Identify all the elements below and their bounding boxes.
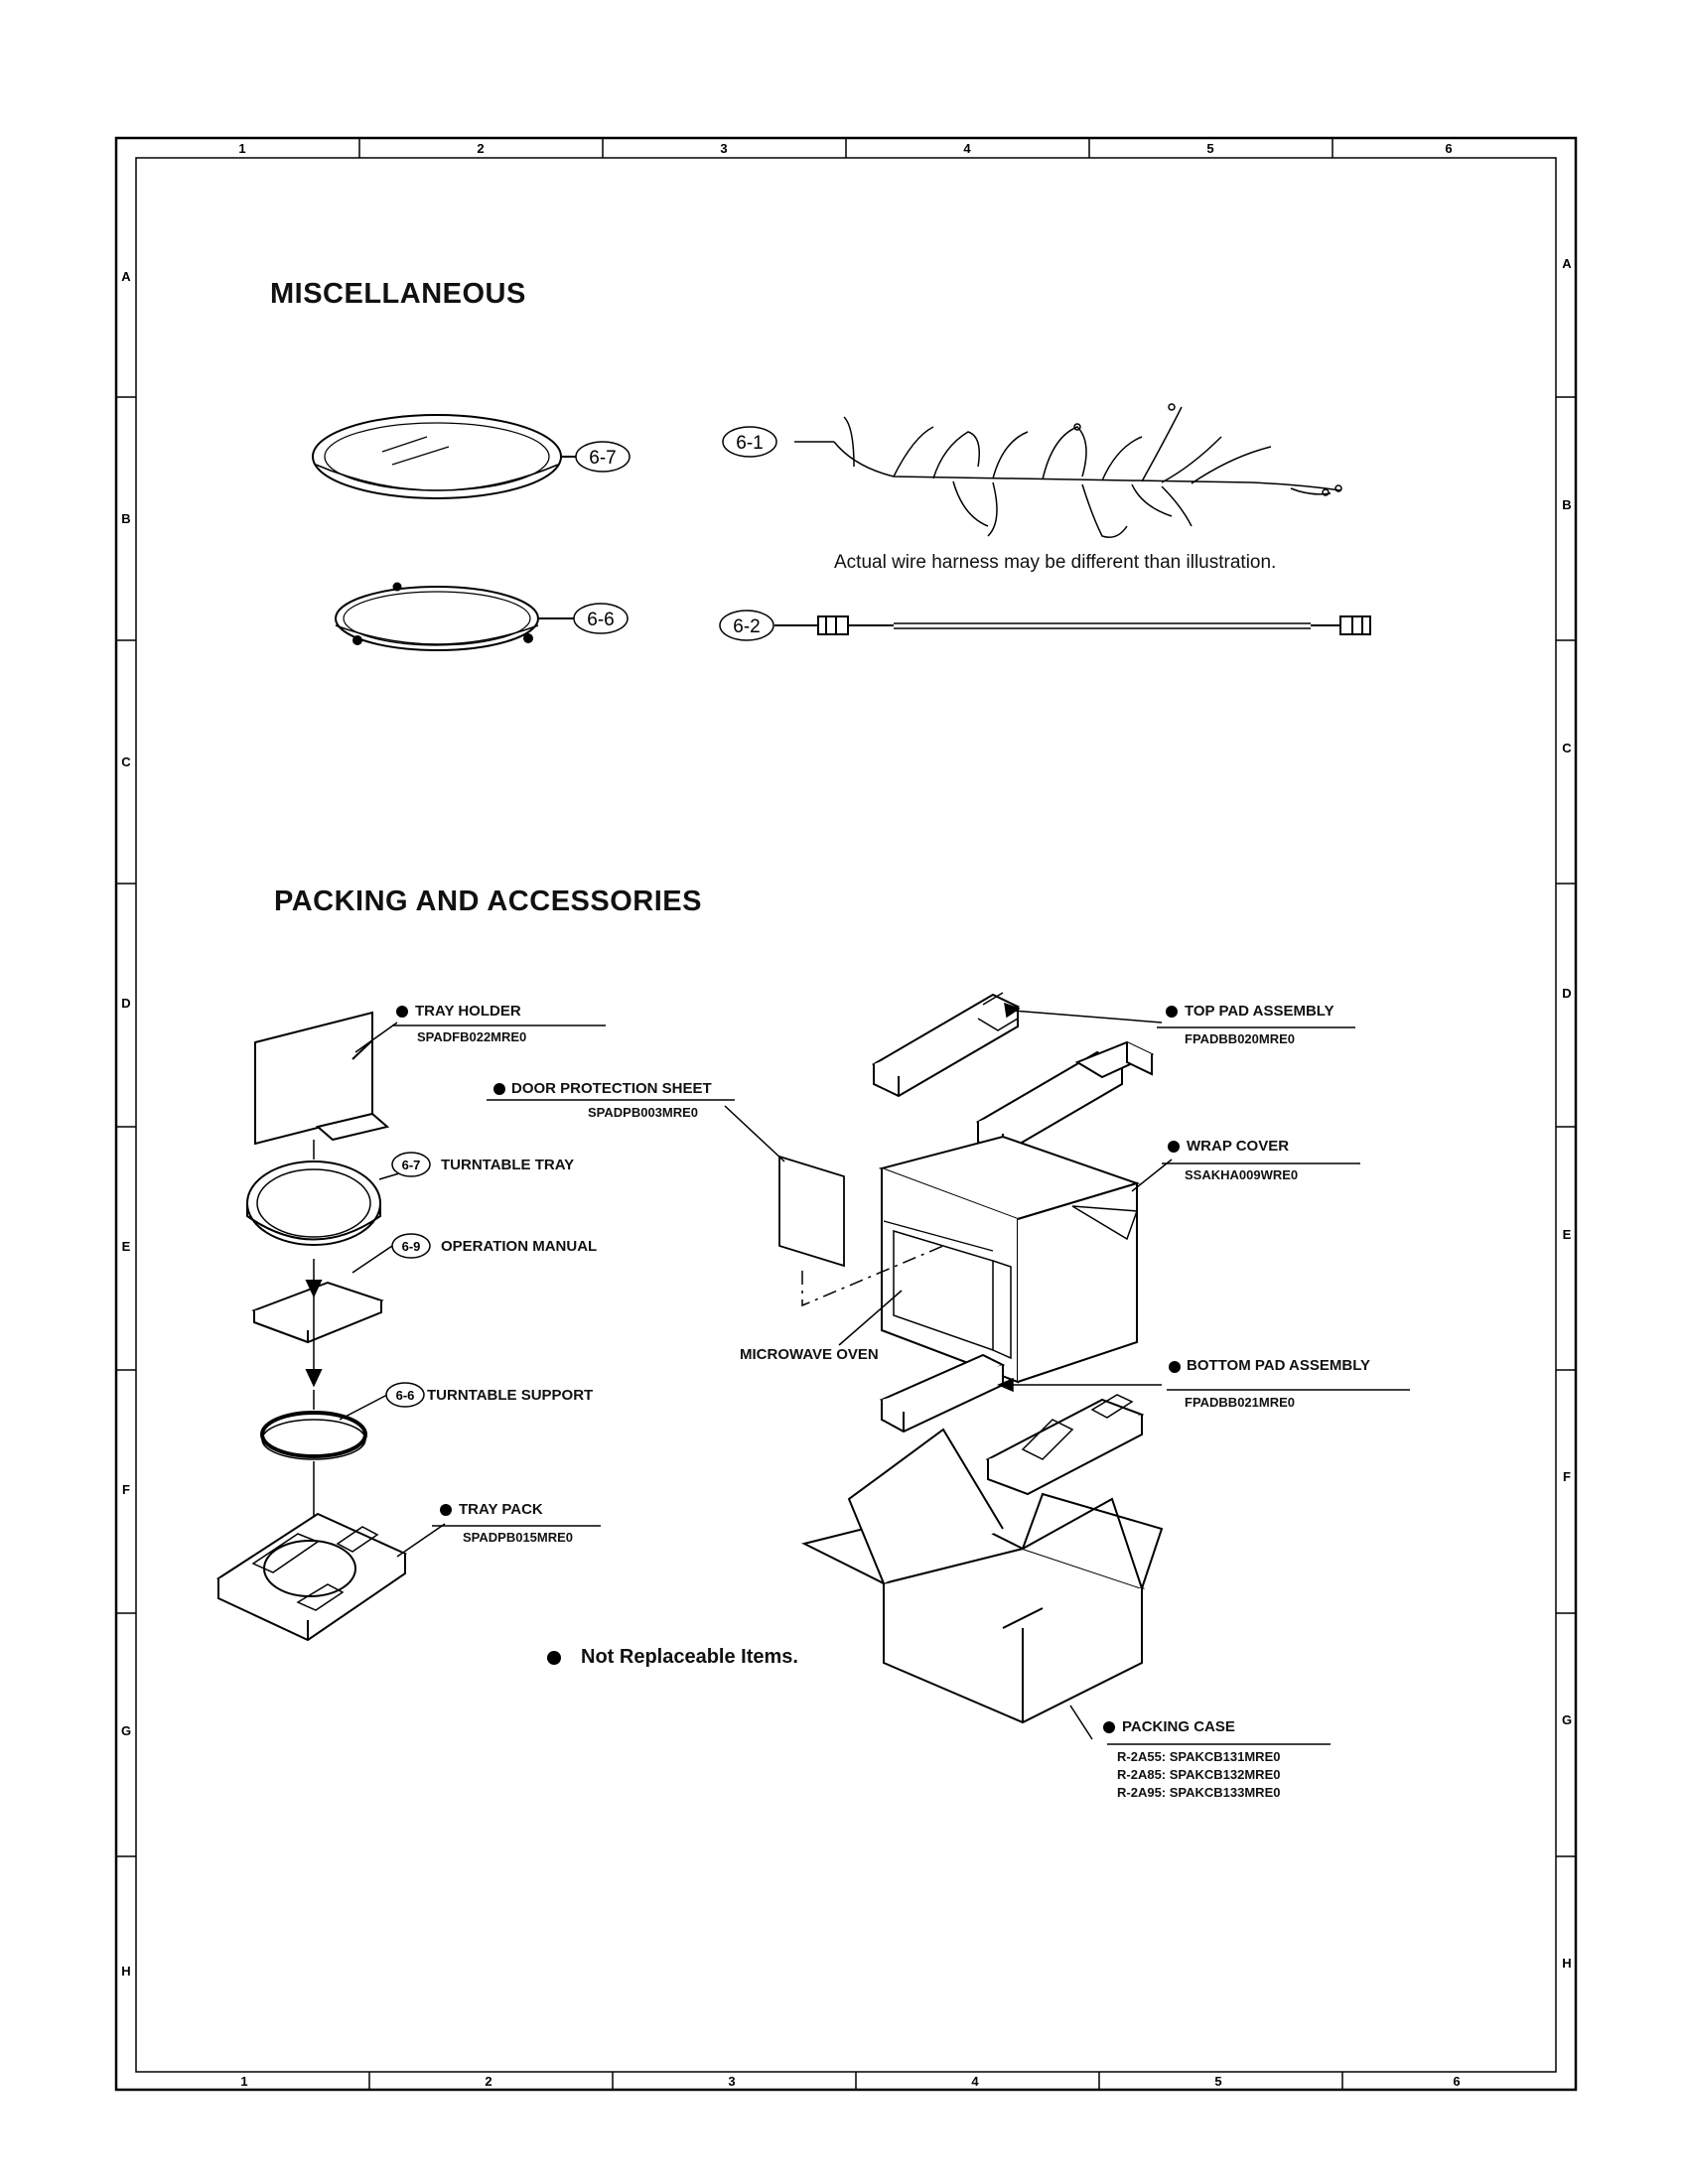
microwave-oven-drawing	[878, 1135, 1141, 1384]
tray-pack-drawing	[215, 1512, 408, 1642]
turntable-support-drawing	[260, 1280, 367, 1559]
row-label-left-g: G	[121, 1723, 131, 1738]
part-tray-pack: SPADPB015MRE0	[463, 1530, 574, 1545]
callout-operation-manual-num: 6-9	[402, 1239, 421, 1254]
part-wrap-cover: SSAKHA009WRE0	[1185, 1167, 1299, 1182]
col-label-bottom-2: 2	[485, 2074, 491, 2089]
row-label-left-a: A	[121, 269, 131, 284]
turntable-tray-drawing	[246, 1160, 381, 1291]
callout-6-2-bubble	[719, 610, 774, 641]
col-label-top-4: 4	[963, 141, 971, 156]
packing-title: PACKING AND ACCESSORIES	[274, 886, 702, 917]
part-packing-case-r2a95: R-2A95: SPAKCB133MRE0	[1117, 1785, 1281, 1800]
callout-operation-manual-bubble	[391, 1233, 431, 1259]
operation-manual-drawing	[251, 1281, 384, 1388]
bullets	[396, 1006, 1181, 1733]
misc-turntable-support	[335, 582, 574, 651]
row-label-right-d: D	[1562, 986, 1571, 1001]
part-tray-holder: SPADFB022MRE0	[417, 1029, 527, 1044]
misc-lead-wire	[774, 615, 1371, 635]
label-operation-manual: OPERATION MANUAL	[441, 1238, 598, 1255]
label-bottom-pad: BOTTOM PAD ASSEMBLY	[1187, 1357, 1371, 1374]
label-underlines	[392, 1024, 1410, 1745]
label-packing-case: PACKING CASE	[1122, 1718, 1235, 1735]
misc-turntable-tray	[312, 414, 576, 499]
callout-6-2: 6-2	[733, 616, 760, 637]
col-label-bottom-5: 5	[1214, 2074, 1221, 2089]
label-turntable-support: TURNTABLE SUPPORT	[427, 1387, 594, 1404]
row-label-right-h: H	[1562, 1956, 1571, 1971]
label-turntable-tray: TURNTABLE TRAY	[441, 1157, 575, 1173]
harness-note: Actual wire harness may be different tha…	[834, 552, 1277, 573]
misc-wire-harness	[794, 403, 1342, 538]
grid-ticks	[116, 138, 1576, 2090]
not-replaceable-note: Not Replaceable Items.	[581, 1646, 798, 1668]
callout-6-1-bubble	[722, 426, 777, 458]
part-bottom-pad: FPADBB021MRE0	[1185, 1395, 1296, 1410]
row-label-right-g: G	[1562, 1712, 1572, 1727]
callout-6-6-bubble	[573, 603, 629, 634]
tray-holder-drawing	[254, 1011, 390, 1160]
part-packing-case-r2a55: R-2A55: SPAKCB131MRE0	[1117, 1749, 1281, 1764]
callout-turntable-support-num: 6-6	[396, 1388, 415, 1403]
label-wrap-cover: WRAP COVER	[1187, 1138, 1290, 1155]
col-label-bottom-4: 4	[971, 2074, 979, 2089]
part-top-pad: FPADBB020MRE0	[1185, 1031, 1296, 1046]
row-label-right-a: A	[1562, 256, 1572, 271]
col-label-top-1: 1	[238, 141, 245, 156]
col-label-bottom-1: 1	[240, 2074, 247, 2089]
top-pad-drawing	[871, 992, 1155, 1156]
label-door-sheet: DOOR PROTECTION SHEET	[511, 1080, 712, 1097]
row-label-left-b: B	[121, 511, 130, 526]
row-label-left-d: D	[121, 996, 130, 1011]
callout-turntable-tray-num: 6-7	[402, 1158, 421, 1172]
callout-6-7: 6-7	[589, 448, 616, 469]
row-label-right-b: B	[1562, 497, 1571, 512]
label-tray-pack: TRAY PACK	[459, 1501, 543, 1518]
col-label-bottom-6: 6	[1453, 2074, 1460, 2089]
row-label-left-f: F	[122, 1482, 130, 1497]
part-door-sheet: SPADPB003MRE0	[588, 1105, 699, 1120]
label-tray-holder: TRAY HOLDER	[415, 1003, 521, 1020]
col-label-top-6: 6	[1445, 141, 1452, 156]
col-label-top-5: 5	[1206, 141, 1213, 156]
row-label-left-e: E	[122, 1239, 131, 1254]
callout-turntable-support-bubble	[385, 1382, 425, 1408]
row-label-left-h: H	[121, 1964, 130, 1979]
callout-turntable-tray-bubble	[391, 1152, 431, 1177]
col-label-top-3: 3	[720, 141, 727, 156]
col-label-bottom-3: 3	[728, 2074, 735, 2089]
row-label-left-c: C	[121, 754, 131, 769]
part-packing-case-r2a85: R-2A85: SPAKCB132MRE0	[1117, 1767, 1281, 1782]
callout-6-1: 6-1	[736, 433, 763, 454]
label-top-pad: TOP PAD ASSEMBLY	[1185, 1003, 1334, 1020]
row-label-right-e: E	[1563, 1227, 1572, 1242]
row-label-right-c: C	[1562, 741, 1572, 755]
packing-case-drawing	[801, 1428, 1164, 1724]
bottom-pad-drawing	[879, 1353, 1145, 1496]
misc-title: MISCELLANEOUS	[270, 278, 526, 310]
callout-6-6: 6-6	[587, 610, 614, 630]
row-label-right-f: F	[1563, 1469, 1571, 1484]
col-label-top-2: 2	[477, 141, 484, 156]
label-microwave-oven: MICROWAVE OVEN	[740, 1346, 879, 1363]
callout-6-7-bubble	[575, 441, 631, 473]
door-sheet-drawing	[778, 1155, 944, 1307]
